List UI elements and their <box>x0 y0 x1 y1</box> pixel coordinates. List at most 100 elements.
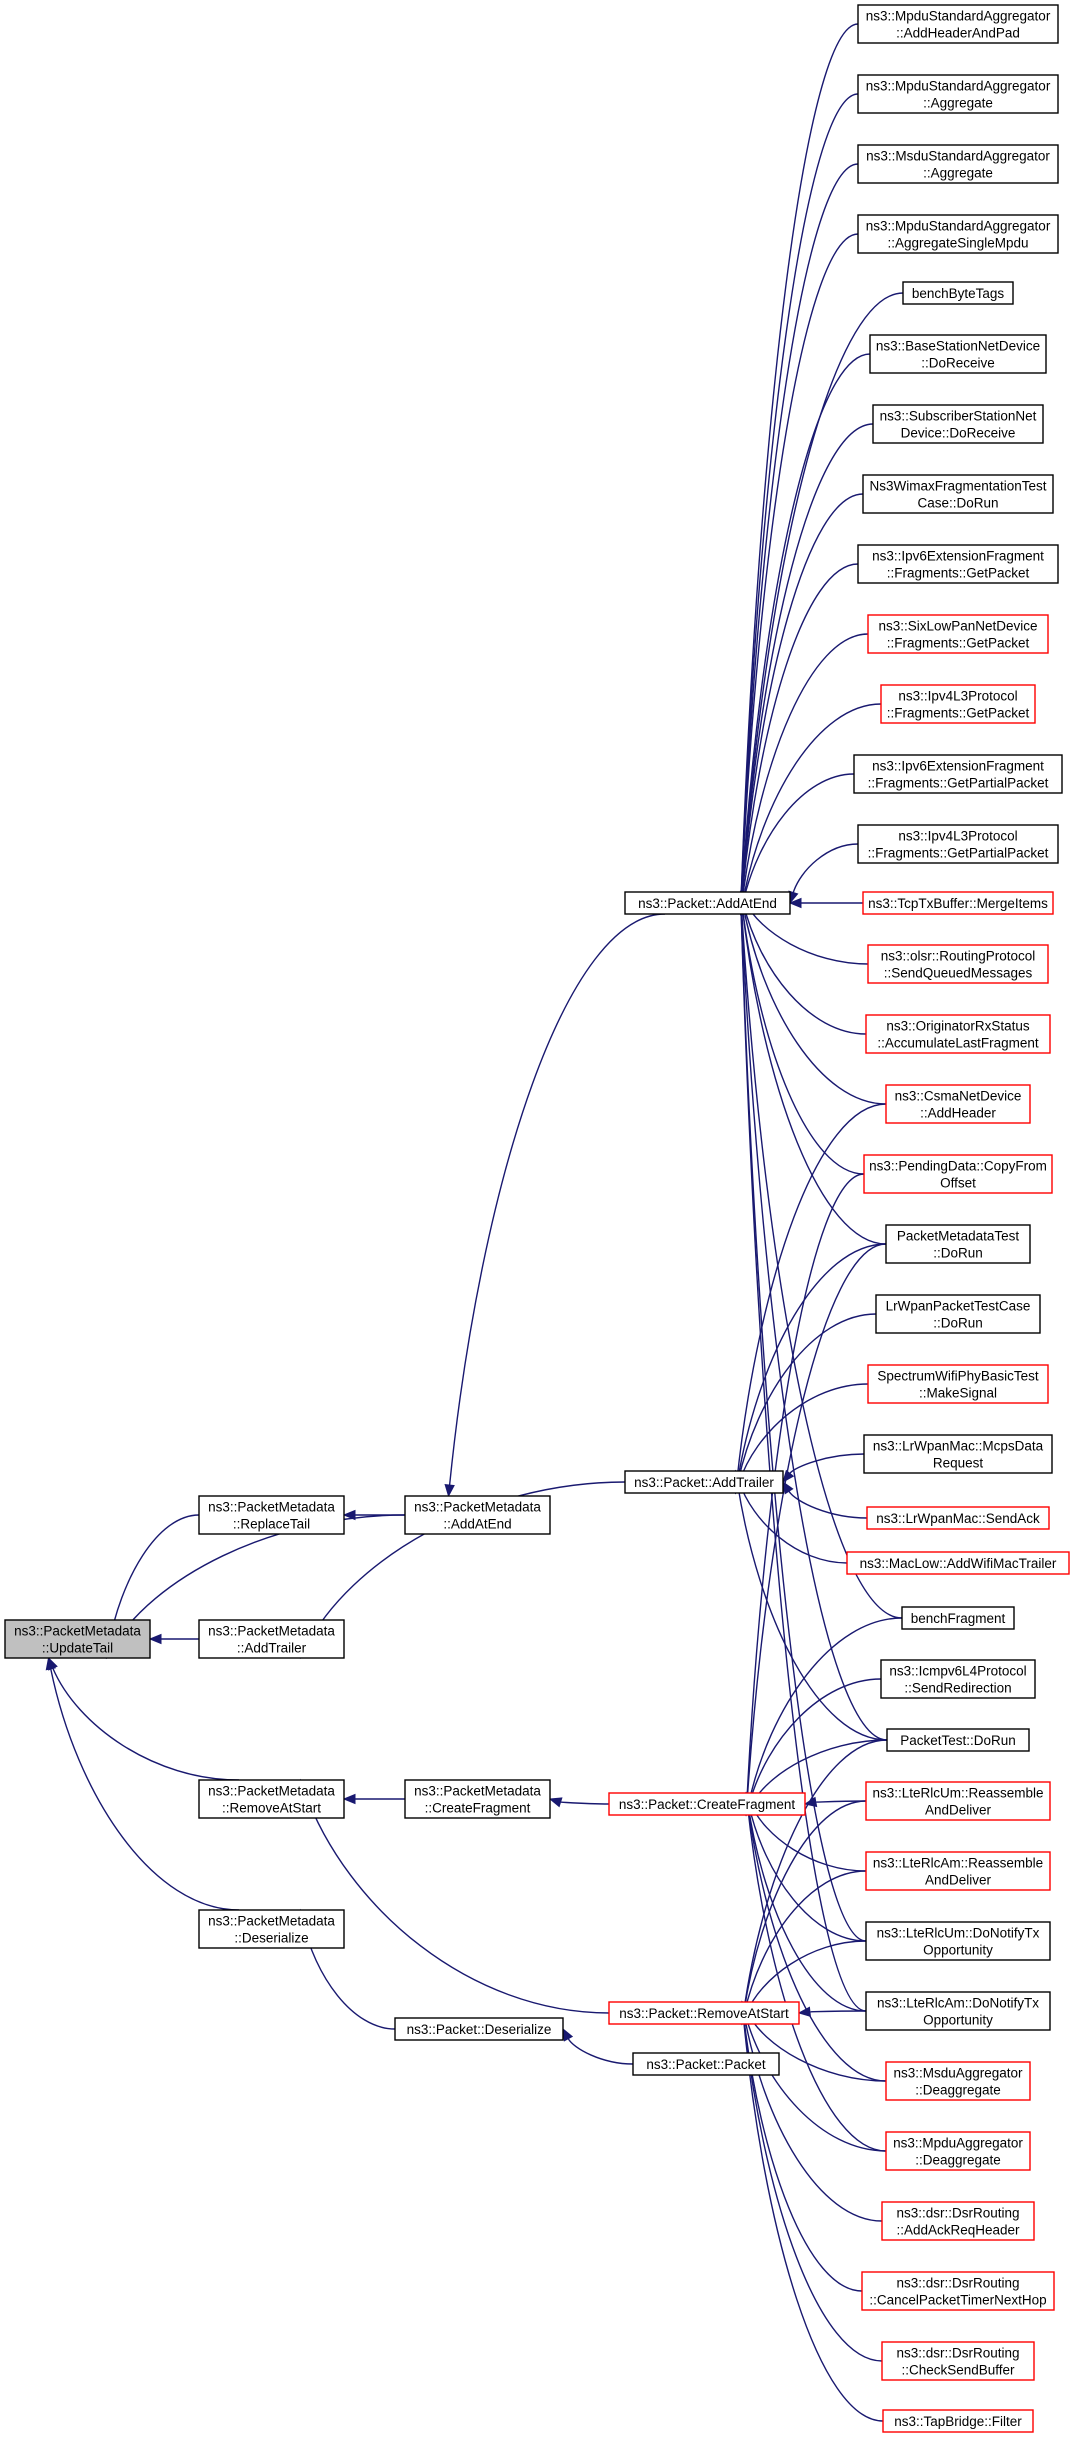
edge-line <box>741 902 887 1105</box>
node-r-icmpv6[interactable]: ns3::Icmpv6L4Protocol::SendRedirection <box>880 1659 1036 1699</box>
edge-line <box>746 1173 865 1805</box>
node-box <box>198 1495 345 1535</box>
node-pm-createfragment[interactable]: ns3::PacketMetadata::CreateFragment <box>404 1779 551 1819</box>
node-box <box>867 1364 1049 1404</box>
edge-line <box>740 93 859 904</box>
node-box <box>861 2271 1055 2311</box>
node-r-ipv6ext-getpartial[interactable]: ns3::Ipv6ExtensionFragment::Fragments::G… <box>853 754 1063 794</box>
node-r-pmtest[interactable]: PacketMetadataTest::DoRun <box>885 1224 1031 1264</box>
node-r-lrwpantest[interactable]: LrWpanPacketTestCase::DoRun <box>875 1294 1041 1334</box>
node-label: ns3::Packet::RemoveAtStart <box>619 2006 789 2021</box>
node-r-tapbridge[interactable]: ns3::TapBridge::Filter <box>882 2409 1034 2433</box>
node-r-mpdu-aggregate[interactable]: ns3::MpduStandardAggregator::Aggregate <box>857 74 1059 114</box>
edge-p-addatend-to-pm-addatend <box>444 913 666 1498</box>
edge-line <box>740 902 867 2012</box>
node-r-dsr-addack[interactable]: ns3::dsr::DsrRouting::AddAckReqHeader <box>881 2201 1035 2241</box>
node-label: Ns3WimaxFragmentationTest <box>869 479 1046 494</box>
node-r-lrwpansendack[interactable]: ns3::LrWpanMac::SendAck <box>866 1506 1050 1530</box>
node-p-packet[interactable]: ns3::Packet::Packet <box>632 2052 780 2076</box>
node-layer: ns3::PacketMetadata::UpdateTailns3::Pack… <box>4 4 1070 2433</box>
node-updatetail: ns3::PacketMetadata::UpdateTail <box>4 1619 151 1659</box>
node-box <box>862 891 1054 915</box>
node-p-createfragment[interactable]: ns3::Packet::CreateFragment <box>608 1792 806 1816</box>
node-r-csma[interactable]: ns3::CsmaNetDevice::AddHeader <box>885 1084 1031 1124</box>
node-pm-removeatstart[interactable]: ns3::PacketMetadata::RemoveAtStart <box>198 1779 345 1819</box>
node-r-ipv6ext-getpacket[interactable]: ns3::Ipv6ExtensionFragment::Fragments::G… <box>857 544 1059 584</box>
node-box <box>198 1909 345 1949</box>
node-r-ipv4l3-getpartial[interactable]: ns3::Ipv4L3Protocol::Fragments::GetParti… <box>857 824 1059 864</box>
node-label: ns3::Ipv4L3Protocol <box>898 689 1017 704</box>
node-r-maclow[interactable]: ns3::MacLow::AddWifiMacTrailer <box>846 1551 1070 1575</box>
node-pm-addtrailer[interactable]: ns3::PacketMetadata::AddTrailer <box>198 1619 345 1659</box>
edge-line <box>744 2012 887 2152</box>
node-label: ns3::LteRlcUm::Reassemble <box>872 1786 1043 1801</box>
node-r-tcptxbuffer[interactable]: ns3::TcpTxBuffer::MergeItems <box>862 891 1054 915</box>
node-r-spectrumwifi[interactable]: SpectrumWifiPhyBasicTest::MakeSignal <box>867 1364 1049 1404</box>
node-r-benchbytetags[interactable]: benchByteTags <box>902 281 1014 305</box>
node-r-ssnetdevice[interactable]: ns3::SubscriberStationNetDevice::DoRecei… <box>872 404 1044 444</box>
node-r-dsr-checksend[interactable]: ns3::dsr::DsrRouting::CheckSendBuffer <box>881 2341 1035 2381</box>
node-label: ::Fragments::GetPartialPacket <box>868 846 1049 861</box>
node-label: ::CreateFragment <box>425 1801 531 1816</box>
node-box <box>853 754 1063 794</box>
node-label: PacketMetadataTest <box>897 1229 1020 1244</box>
node-r-mpdu-aggsingle[interactable]: ns3::MpduStandardAggregator::AggregateSi… <box>857 214 1059 254</box>
node-label: ns3::LteRlcAm::Reassemble <box>873 1856 1043 1871</box>
node-r-originatorrx[interactable]: ns3::OriginatorRxStatus::AccumulateLastF… <box>865 1014 1051 1054</box>
edge-line <box>742 773 855 904</box>
node-box <box>394 2017 564 2041</box>
edge-r-dsr-addack-to-p-removeatstart <box>738 2000 883 2222</box>
node-box <box>608 2001 800 2025</box>
node-r-sixlowpan[interactable]: ns3::SixLowPanNetDevice::Fragments::GetP… <box>867 614 1049 654</box>
node-r-msduagg-deagg[interactable]: ns3::MsduAggregator::Deaggregate <box>885 2061 1031 2101</box>
arrowhead <box>444 1484 455 1498</box>
node-box <box>901 1606 1015 1630</box>
node-label: ::Deserialize <box>234 1931 308 1946</box>
edge-line <box>737 1313 877 1483</box>
edge-line <box>740 902 888 1741</box>
edge-line <box>303 1790 610 2014</box>
node-r-msdu-aggregate[interactable]: ns3::MsduStandardAggregator::Aggregate <box>857 144 1059 184</box>
node-pm-deserialize[interactable]: ns3::PacketMetadata::Deserialize <box>198 1909 345 1949</box>
node-pm-addatend[interactable]: ns3::PacketMetadata::AddAtEnd <box>404 1495 551 1535</box>
edge-line <box>741 703 882 904</box>
node-replacetail[interactable]: ns3::PacketMetadata::ReplaceTail <box>198 1495 345 1535</box>
node-box <box>404 1779 551 1819</box>
node-r-bsnetdevice[interactable]: ns3::BaseStationNetDevice::DoReceive <box>869 334 1047 374</box>
node-label: ns3::MpduStandardAggregator <box>866 79 1051 94</box>
node-label: ::Fragments::GetPacket <box>887 566 1030 581</box>
edge-line <box>740 23 859 904</box>
node-r-mpduagg-deagg[interactable]: ns3::MpduAggregator::Deaggregate <box>885 2131 1031 2171</box>
edge-r-csma-to-p-addatend <box>737 890 887 1105</box>
node-p-deserialize[interactable]: ns3::Packet::Deserialize <box>394 2017 564 2041</box>
node-r-ipv4l3-getpacket[interactable]: ns3::Ipv4L3Protocol::Fragments::GetPacke… <box>880 684 1036 724</box>
node-r-mpdu-addheaderandpad[interactable]: ns3::MpduStandardAggregator::AddHeaderAn… <box>857 4 1059 44</box>
node-r-packettest[interactable]: PacketTest::DoRun <box>886 1728 1030 1752</box>
node-p-removeatstart[interactable]: ns3::Packet::RemoveAtStart <box>608 2001 800 2025</box>
node-label: ns3::MacLow::AddWifiMacTrailer <box>860 1556 1057 1571</box>
node-label: ::AddAckReqHeader <box>896 2223 1020 2238</box>
node-p-addtrailer[interactable]: ns3::Packet::AddTrailer <box>624 1470 784 1494</box>
node-label: ns3::PendingData::CopyFrom <box>869 1159 1047 1174</box>
edge-r-mpduagg-deagg-to-p-createfragment <box>742 1791 887 2152</box>
node-box <box>846 1551 1070 1575</box>
node-label: ns3::Packet::AddTrailer <box>634 1475 774 1490</box>
node-box <box>862 474 1054 514</box>
node-label: ns3::dsr::DsrRouting <box>896 2206 1019 2221</box>
node-box <box>4 1619 151 1659</box>
node-r-benchfragment[interactable]: benchFragment <box>901 1606 1015 1630</box>
node-r-olsr[interactable]: ns3::olsr::RoutingProtocol::SendQueuedMe… <box>867 944 1049 984</box>
node-p-addatend[interactable]: ns3::Packet::AddAtEnd <box>624 891 791 915</box>
edge-line <box>740 423 874 904</box>
node-label: ::Aggregate <box>923 166 993 181</box>
node-r-dsr-cancel[interactable]: ns3::dsr::DsrRouting::CancelPacketTimerN… <box>861 2271 1055 2311</box>
node-label: ns3::MpduStandardAggregator <box>866 9 1051 24</box>
